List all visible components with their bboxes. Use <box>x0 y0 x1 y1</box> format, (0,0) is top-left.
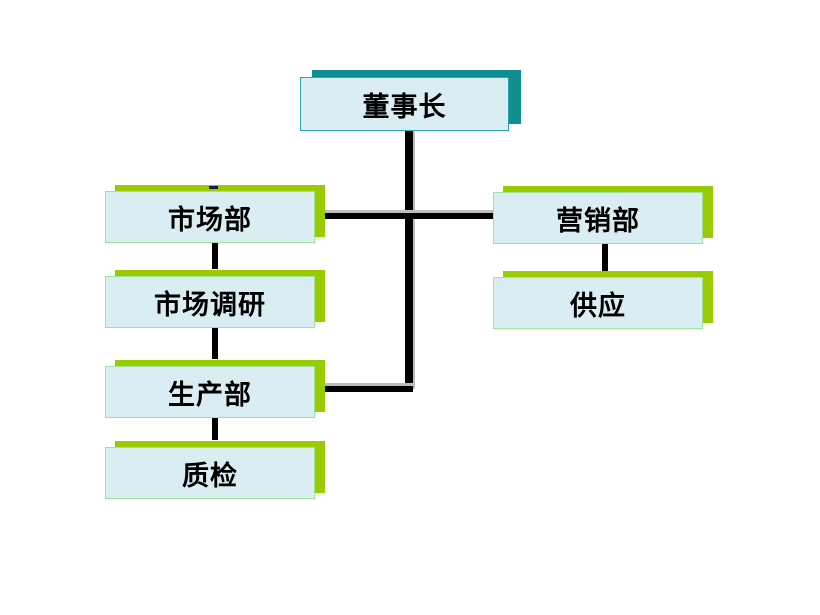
connector-marketing-research <box>212 243 218 269</box>
node-quality-inspection: 质检 <box>105 441 325 499</box>
connector-chairman-vertical <box>405 131 413 392</box>
node-chairman: 董事长 <box>300 70 521 131</box>
node-sales-box: 营销部 <box>493 192 703 244</box>
node-chairman-box: 董事长 <box>300 77 509 131</box>
node-marketing: 市场部 <box>105 185 325 243</box>
node-production-label: 生产部 <box>168 379 252 411</box>
connector-production-horizontal <box>322 386 413 392</box>
node-production: 生产部 <box>105 360 325 418</box>
node-quality-inspection-label: 质检 <box>182 460 238 492</box>
node-chairman-label: 董事长 <box>362 91 447 123</box>
node-production-box: 生产部 <box>105 366 315 418</box>
node-market-research-box: 市场调研 <box>105 276 315 328</box>
node-sales-label: 营销部 <box>556 205 640 237</box>
node-supply-box: 供应 <box>493 277 703 329</box>
node-marketing-box: 市场部 <box>105 191 315 243</box>
node-market-research-label: 市场调研 <box>154 289 266 321</box>
node-supply-label: 供应 <box>570 290 626 322</box>
connector-marketing-sales-horizontal <box>322 213 494 219</box>
node-supply: 供应 <box>493 271 713 329</box>
node-quality-inspection-box: 质检 <box>105 447 315 499</box>
connector-sales-supply <box>602 244 608 273</box>
node-marketing-label: 市场部 <box>168 204 252 236</box>
node-market-research: 市场调研 <box>105 270 325 328</box>
stray-dash-artifact <box>209 186 218 189</box>
node-sales: 营销部 <box>493 186 713 244</box>
connector-research-production <box>212 328 218 359</box>
connector-production-qc <box>212 418 218 440</box>
